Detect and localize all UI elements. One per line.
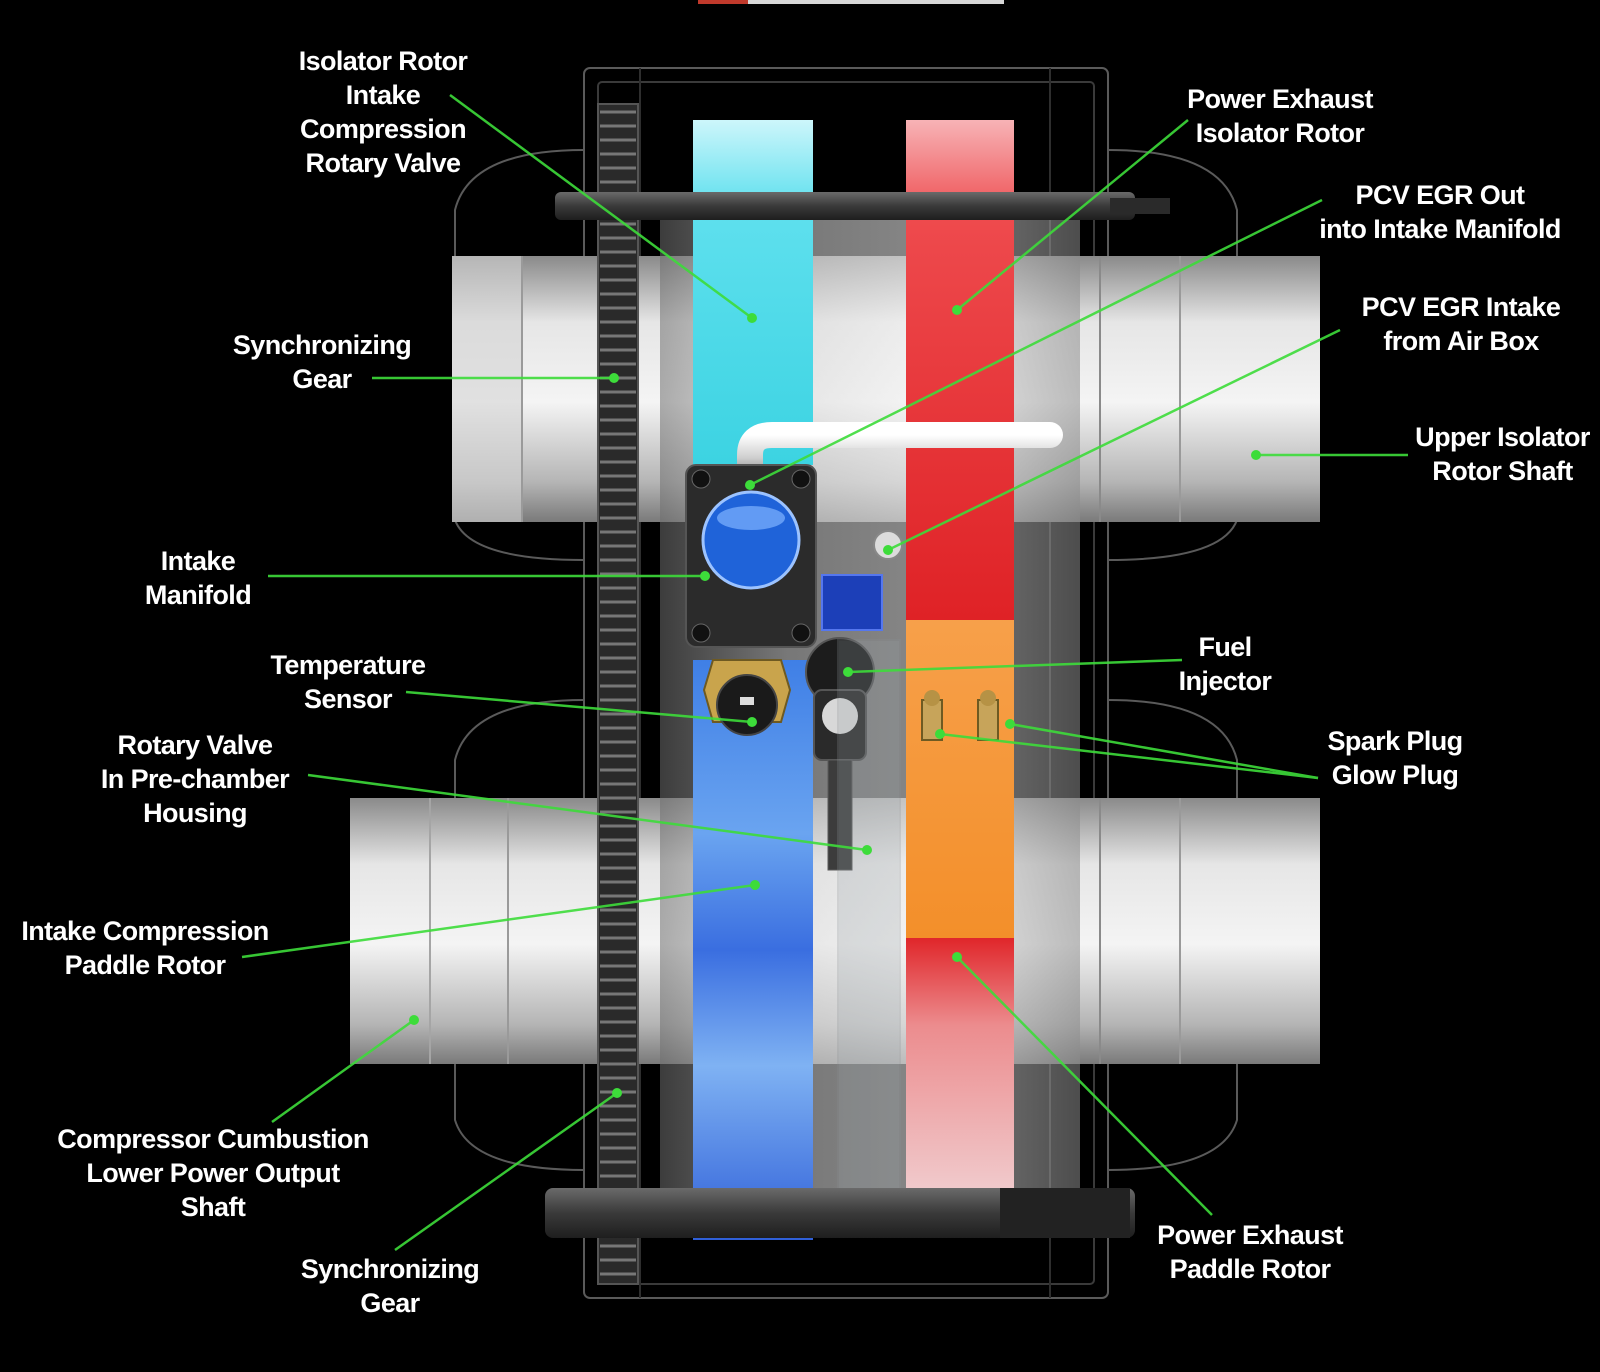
- exhaust-red-lower-band: [906, 938, 1014, 1188]
- label-synchronizing-gear-upper: Synchronizing Gear: [232, 330, 412, 394]
- combustion-orange-band: [906, 620, 1014, 938]
- top-edge-bar: [698, 0, 1004, 4]
- intake-blue-band: [693, 660, 813, 1240]
- leader-lines: [241, 93, 1408, 1252]
- anchor-dots: [409, 305, 1261, 1098]
- bottom-tie-rod: [545, 1188, 1135, 1238]
- label-isolator-rotor-intake-valve: Isolator Rotor Intake Compression Rotary…: [298, 46, 468, 178]
- label-pcv-egr-intake: PCV EGR Intake from Air Box: [1361, 292, 1561, 356]
- pcv-egr-pipes: [737, 422, 1063, 560]
- label-pcv-egr-out: PCV EGR Out into Intake Manifold: [1319, 180, 1561, 244]
- label-spark-glow-plug: Spark Plug Glow Plug: [1327, 726, 1463, 790]
- label-intake-compression-paddle-rotor: Intake Compression Paddle Rotor: [21, 916, 269, 980]
- label-power-exhaust-isolator-rotor: Power Exhaust Isolator Rotor: [1187, 84, 1373, 148]
- prechamber-housing: [837, 639, 901, 1196]
- label-synchronizing-gear-lower: Synchronizing Gear: [300, 1254, 480, 1318]
- fuel-injector-body: [805, 637, 875, 871]
- intake-cyan-band: [693, 120, 813, 465]
- top-edge-bar-accent: [698, 0, 748, 4]
- top-tie-rod: [555, 192, 1170, 220]
- label-temperature-sensor: Temperature Sensor: [270, 650, 427, 714]
- label-rotary-valve-prechamber: Rotary Valve In Pre-chamber Housing: [100, 730, 290, 828]
- label-fuel-injector: Fuel Injector: [1178, 632, 1272, 696]
- spark-glow-plugs: [921, 690, 999, 741]
- label-upper-isolator-rotor-shaft: Upper Isolator Rotor Shaft: [1415, 422, 1590, 486]
- label-intake-manifold: Intake Manifold: [144, 546, 252, 610]
- label-power-exhaust-paddle-rotor: Power Exhaust Paddle Rotor: [1157, 1220, 1343, 1284]
- label-compressor-output-shaft: Compressor Cumbustion Lower Power Output…: [57, 1124, 369, 1222]
- synchronizing-gear-strip: [597, 103, 639, 1285]
- intake-manifold-block: [685, 464, 883, 648]
